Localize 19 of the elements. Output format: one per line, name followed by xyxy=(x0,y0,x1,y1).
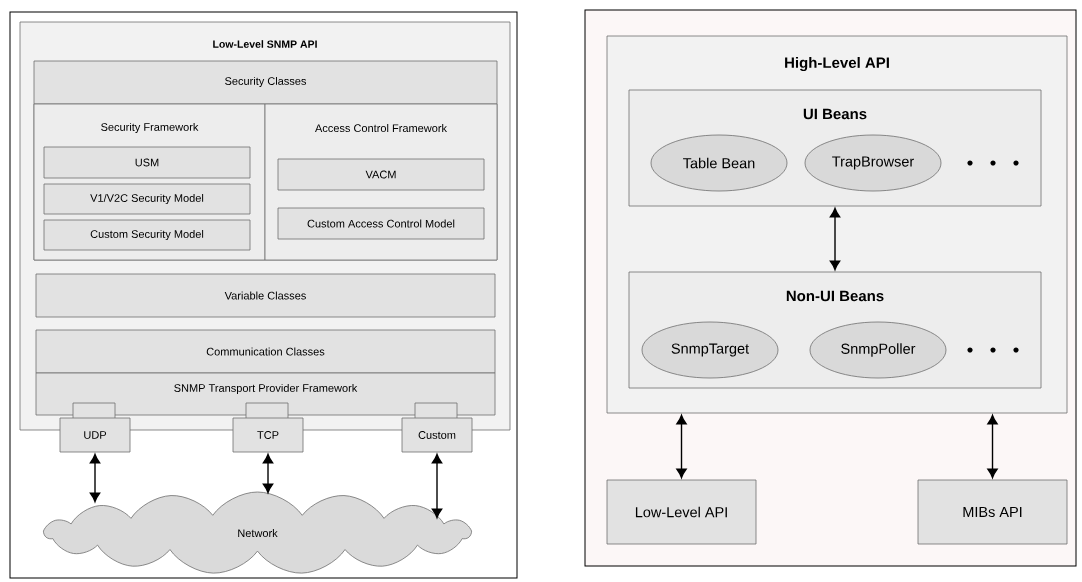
class-box: VACM xyxy=(277,158,485,191)
arrow xyxy=(89,453,101,503)
transport-tab: Custom xyxy=(401,402,473,453)
layer-box: Communication Classes xyxy=(35,329,496,374)
api-box: Low-Level API xyxy=(606,479,757,545)
class-box: Custom Access Control Model xyxy=(277,207,485,240)
arrow xyxy=(431,453,443,519)
class-box: V1/V2C Security Model xyxy=(43,183,251,215)
class-box: USM xyxy=(43,146,251,179)
transport-tab: TCP xyxy=(232,402,304,453)
network-cloud: Network xyxy=(43,491,472,574)
class-box: Custom Security Model xyxy=(43,219,251,251)
layer-box: Variable Classes xyxy=(35,273,496,318)
arrow xyxy=(262,453,274,494)
arrow xyxy=(987,414,998,479)
arrow xyxy=(676,414,687,479)
arrow xyxy=(829,207,841,271)
transport-tab: UDP xyxy=(59,402,131,453)
api-box: MIBs API xyxy=(917,479,1068,545)
